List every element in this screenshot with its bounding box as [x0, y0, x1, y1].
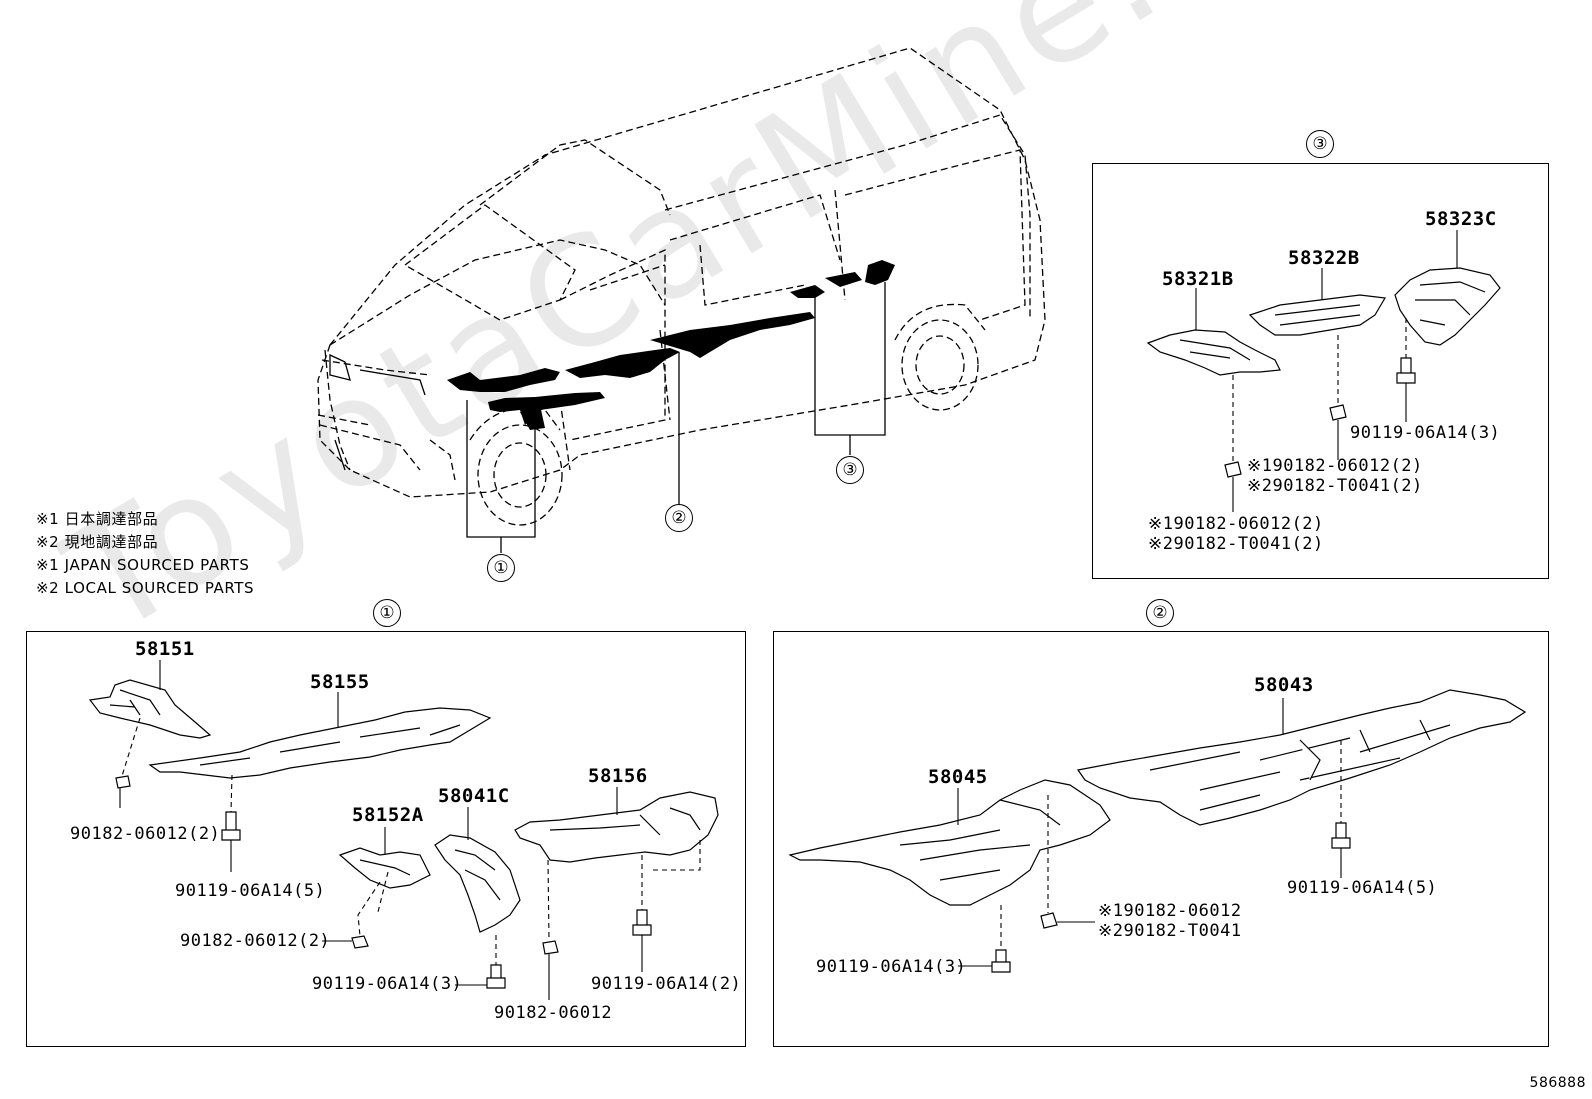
- group2-fasteners: [991, 822, 1351, 973]
- group3-label-leaders: [1195, 230, 1458, 512]
- fastener-90182-06012-2-g1a: 90182-06012(2): [70, 824, 221, 844]
- fastener-90119-06A14-5-g1: 90119-06A14(5): [175, 881, 326, 901]
- group2-marker: ②: [1146, 599, 1174, 627]
- group3-box: [1092, 163, 1549, 579]
- group3-dashed-leaders: [1232, 318, 1407, 462]
- van-illustration: [317, 47, 1046, 498]
- fastener-90182-06012-2-g1b: 90182-06012(2): [180, 931, 331, 951]
- part-58152A: 58152A: [352, 804, 424, 826]
- callout-2: ②: [665, 504, 693, 532]
- note-local-en: ※2 LOCAL SOURCED PARTS: [36, 579, 255, 597]
- fastener-90182-T0041-g2: ※290182-T0041: [1098, 921, 1242, 941]
- fastener-90182-T0041-2-g3b: ※290182-T0041(2): [1148, 534, 1324, 554]
- group3-marker: ③: [1306, 130, 1334, 158]
- figure-id: 586888: [1529, 1075, 1586, 1091]
- part-58045: 58045: [928, 766, 988, 788]
- group1-box: [26, 631, 746, 1047]
- fastener-90182-06012-2-g3a: ※190182-06012(2): [1247, 456, 1423, 476]
- group1-label-leaders: [119, 660, 643, 1000]
- part-58155: 58155: [310, 671, 370, 693]
- note-local-jp: ※2 現地調達部品: [36, 533, 159, 551]
- part-58321B: 58321B: [1162, 268, 1234, 290]
- part-58041C: 58041C: [438, 785, 510, 807]
- callout-1: ①: [487, 554, 515, 582]
- fastener-90119-06A14-3-g1: 90119-06A14(3): [312, 974, 463, 994]
- group1-parts: [88, 679, 719, 933]
- fastener-90182-T0041-2-g3a: ※290182-T0041(2): [1247, 476, 1423, 496]
- van-callout-leaders: [466, 282, 886, 553]
- fastener-90119-06A14-2-g1: 90119-06A14(2): [591, 974, 742, 994]
- fastener-90119-06A14-3-g2: 90119-06A14(3): [816, 957, 967, 977]
- fastener-90119-06A14-5-g2: 90119-06A14(5): [1287, 878, 1438, 898]
- part-58043: 58043: [1254, 674, 1314, 696]
- group3-fasteners: [1224, 357, 1416, 478]
- group1-marker: ①: [373, 599, 401, 627]
- van-grille: [329, 353, 426, 471]
- group2-label-leaders: [957, 698, 1342, 967]
- fastener-90182-06012-g1: 90182-06012: [494, 1003, 613, 1023]
- group2-parts: [788, 689, 1527, 906]
- note-japan-en: ※1 JAPAN SOURCED PARTS: [36, 556, 250, 574]
- group3-parts: [1146, 267, 1501, 376]
- fastener-90182-06012-g2: ※190182-06012: [1098, 901, 1242, 921]
- group1-fasteners: [115, 775, 652, 989]
- van-highlighted-parts: [447, 260, 895, 430]
- part-58322B: 58322B: [1288, 247, 1360, 269]
- fastener-90182-06012-2-g3b: ※190182-06012(2): [1148, 514, 1324, 534]
- group2-box: [773, 631, 1549, 1047]
- note-japan-jp: ※1 日本調達部品: [36, 510, 159, 528]
- part-58156: 58156: [588, 765, 648, 787]
- part-58151: 58151: [135, 638, 195, 660]
- group2-dashed-leaders: [1000, 740, 1342, 950]
- group1-dashed-leaders: [121, 717, 701, 965]
- callout-3: ③: [836, 456, 864, 484]
- fastener-90119-06A14-3-g3: 90119-06A14(3): [1350, 423, 1501, 443]
- part-58323C: 58323C: [1425, 208, 1497, 230]
